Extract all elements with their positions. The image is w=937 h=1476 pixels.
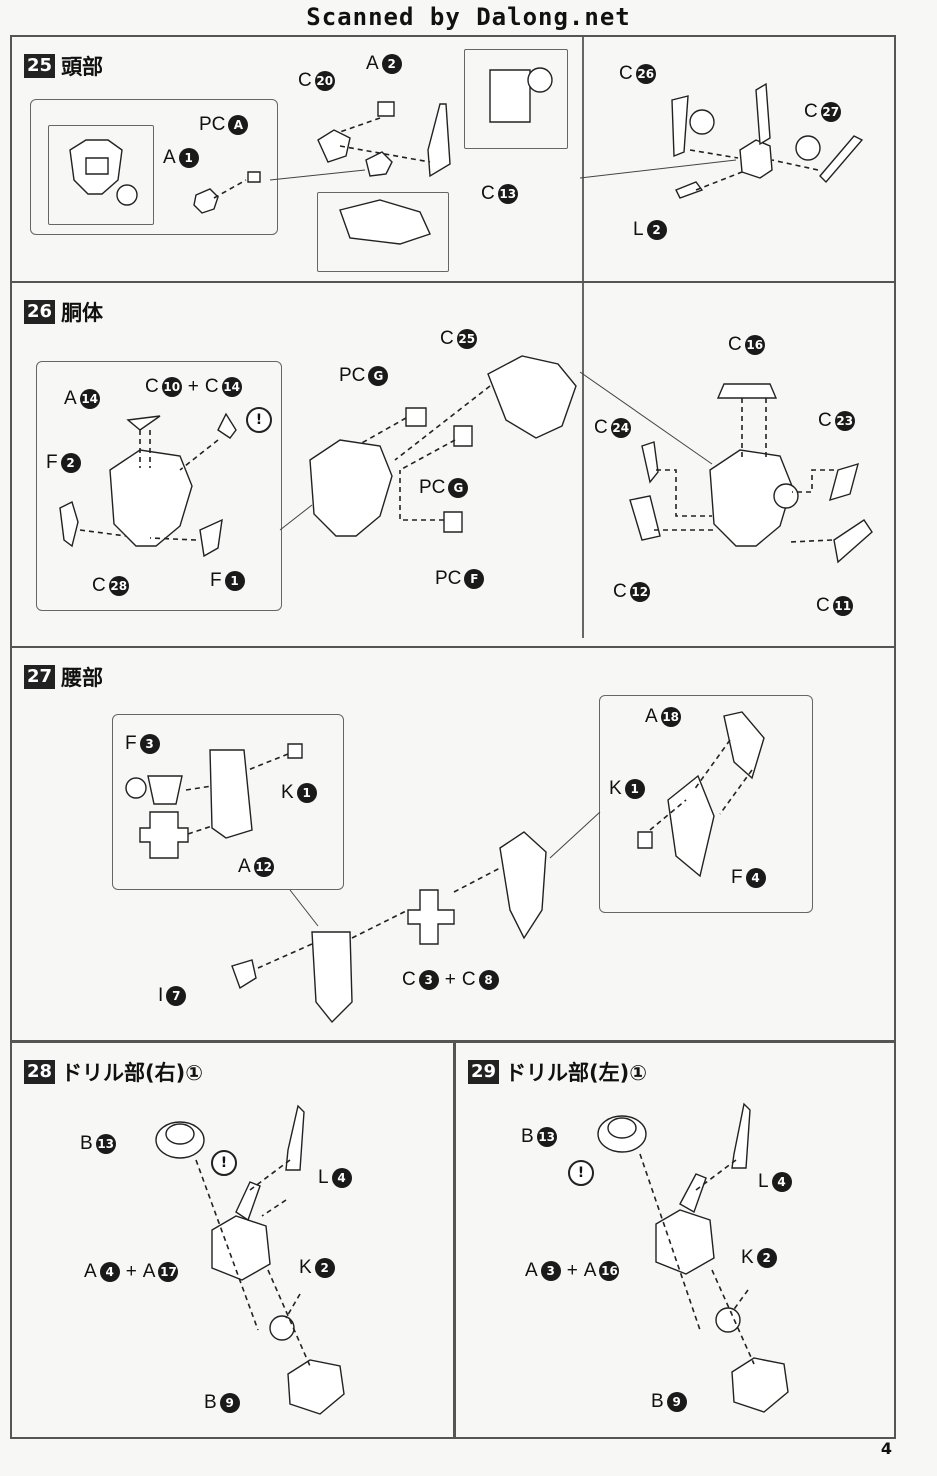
step-number: 28 — [24, 1060, 56, 1084]
caution-icon: ! — [211, 1150, 237, 1176]
step-25-title: 25 頭部 — [24, 51, 103, 81]
step-27-title: 27 腰部 — [24, 662, 103, 692]
panel-divider — [582, 283, 584, 638]
drill-right-drawing — [155, 1104, 345, 1415]
drill-left-drawing — [597, 1102, 789, 1413]
step-heading: 頭部 — [61, 55, 104, 79]
detail-inset-top — [464, 49, 568, 149]
step-heading: ドリル部(右)① — [61, 1061, 204, 1085]
watermark: Scanned by Dalong.net — [306, 3, 631, 31]
step-29-title: 29 ドリル部(左)① — [468, 1057, 647, 1087]
step-number: 25 — [24, 54, 56, 78]
step-number: 29 — [468, 1060, 500, 1084]
step-number: 27 — [24, 665, 56, 689]
torso-assembly-drawing — [59, 355, 873, 564]
step-26-title: 26 胴体 — [24, 297, 103, 327]
step-28-title: 28 ドリル部(右)① — [24, 1057, 203, 1087]
waist-assembly-drawing — [125, 711, 765, 1024]
step-28-panel: 28 ドリル部(右)① — [10, 1041, 455, 1439]
step-29-panel: 29 ドリル部(左)① — [454, 1041, 896, 1439]
step-number: 26 — [24, 300, 56, 324]
caution-icon: ! — [246, 407, 272, 433]
step-heading: ドリル部(左)① — [505, 1061, 648, 1085]
head-assembly-drawing — [69, 67, 864, 245]
page-number: 4 — [880, 1439, 892, 1458]
panel-divider — [582, 37, 584, 281]
step-heading: 腰部 — [61, 666, 104, 690]
step-heading: 胴体 — [61, 301, 104, 325]
step-25-panel: 25 頭部 — [10, 35, 896, 283]
caution-icon: ! — [568, 1160, 594, 1186]
